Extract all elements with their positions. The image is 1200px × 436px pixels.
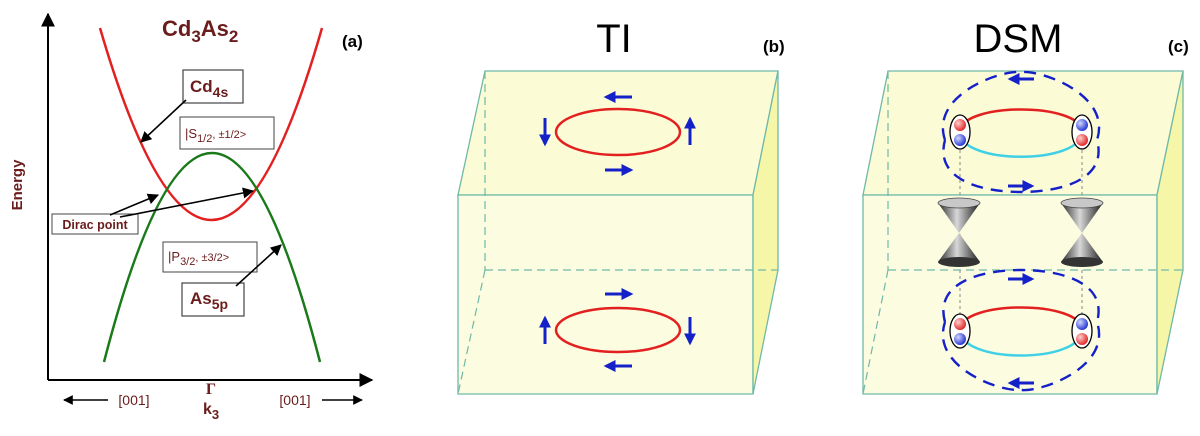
panel-c-label: (c): [1168, 37, 1189, 56]
cd-4s-label: Cd4s: [190, 77, 228, 100]
as-5p-box: [181, 282, 245, 317]
dirac-arrow-right: [119, 187, 255, 218]
ti-slab-top-face: [457, 70, 779, 196]
panel-a-title: Cd3As2: [162, 16, 238, 46]
dsm-top-right-dirac-node: [1071, 114, 1093, 150]
p-state-box: [162, 241, 258, 273]
k3-label: k3: [203, 401, 219, 422]
as-5p-label: As5p: [190, 289, 228, 312]
panel-b: TI (b): [457, 17, 785, 395]
ti-bottom-surface-loop: [554, 306, 682, 354]
dsm-slab-side-face: [1156, 70, 1184, 395]
ti-slab: [457, 70, 779, 395]
dirac-point-label: Dirac point: [62, 218, 128, 232]
ti-top-surface-loop: [554, 107, 682, 157]
dsm-top-spin-arc-outer: [941, 70, 1101, 194]
panel-c: DSM (c): [862, 17, 1189, 395]
cd-4s-box: [182, 69, 244, 104]
s-state-label: |S1/2, ±1/2>: [185, 126, 246, 145]
p-state-label: |P3/2, ±3/2>: [168, 249, 229, 268]
dsm-slab-front-face: [862, 194, 1158, 395]
ti-hidden-edge-diagonal: [457, 269, 486, 395]
panel-a-label: (a): [342, 32, 363, 51]
panel-c-title: DSM: [974, 17, 1063, 61]
dsm-bottom-right-dirac-node: [1071, 313, 1093, 349]
dsm-slab-top-face: [862, 70, 1184, 196]
cd-4s-pointer-arrow: [140, 99, 187, 143]
dsm-dirac-cone-left: [937, 197, 981, 267]
dirac-point-box: [51, 213, 139, 235]
dsm-bottom-spin-arc-outer: [941, 268, 1101, 392]
dsm-slab: [862, 70, 1184, 395]
dsm-top-left-dirac-node: [949, 114, 971, 150]
dirac-arrow-left: [109, 193, 160, 216]
right-direction-label: [001]: [279, 392, 310, 408]
valence-band-curve: [102, 151, 322, 363]
dsm-hidden-edge-diagonal: [862, 269, 889, 395]
panel-a: Energy Cd3As2 (a) Cd4s |S1/2, ±1/2> Dira…: [9, 12, 374, 422]
s-state-box: [179, 116, 275, 150]
as-5p-pointer-arrow: [235, 244, 282, 287]
gamma-label: Γ: [206, 381, 216, 398]
dsm-dirac-cone-right: [1060, 197, 1104, 267]
panel-b-title: TI: [596, 17, 632, 61]
conduction-band-curve: [98, 27, 324, 221]
energy-axis-label: Energy: [9, 159, 26, 211]
dsm-bottom-left-dirac-node: [949, 313, 971, 349]
panel-b-label: (b): [763, 37, 785, 56]
left-direction-label: [001]: [118, 392, 149, 408]
